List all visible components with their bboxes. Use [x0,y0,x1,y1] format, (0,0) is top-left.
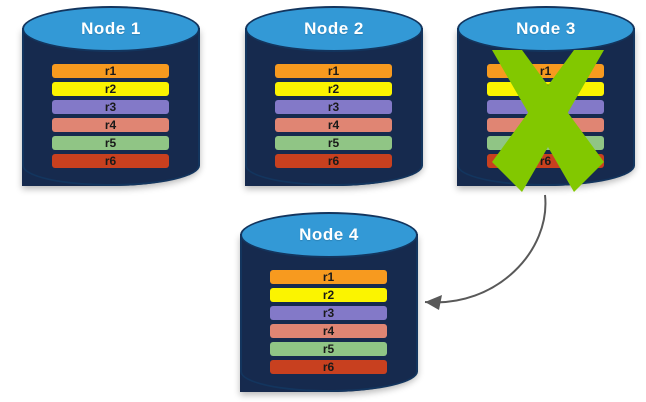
node-2[interactable]: Node 2 r1 r2 r3 r4 r5 r6 [245,6,423,186]
data-row[interactable]: r6 [275,154,392,168]
node-4[interactable]: Node 4 r1 r2 r3 r4 r5 r6 [240,212,418,392]
data-row[interactable]: r4 [275,118,392,132]
row-list: r1 r2 r3 r4 r5 r6 [22,6,200,186]
data-row[interactable]: r2 [52,82,169,96]
node-title: Node 2 [304,19,364,38]
data-row[interactable]: r4 [52,118,169,132]
cylinder-top-ellipse [457,6,635,52]
data-row[interactable]: r6 [52,154,169,168]
cylinder-top-ellipse [22,6,200,52]
data-row[interactable]: r5 [275,136,392,150]
data-row[interactable]: r5 [270,342,387,356]
data-row[interactable]: r2 [275,82,392,96]
node-1[interactable]: Node 1 r1 r2 r3 r4 r5 r6 [22,6,200,186]
row-list: r1 r2 r3 r4 r5 r6 [245,6,423,186]
data-row[interactable]: r1 [275,64,392,78]
data-row[interactable]: r4 [270,324,387,338]
data-row[interactable]: r3 [270,306,387,320]
data-row[interactable]: r3 [52,100,169,114]
cylinder-top-ellipse [245,6,423,52]
data-row[interactable]: r1 [52,64,169,78]
node-title: Node 1 [81,19,141,38]
data-row[interactable]: r5 [52,136,169,150]
data-row[interactable]: r6 [270,360,387,374]
data-row[interactable]: r3 [275,100,392,114]
data-row[interactable]: r2 [270,288,387,302]
row-list: r1 r2 r3 r4 r5 r6 [240,212,418,392]
cylinder-top-ellipse [240,212,418,258]
node-title: Node 3 [516,19,576,38]
data-row[interactable]: r1 [270,270,387,284]
node-title: Node 4 [299,225,359,244]
